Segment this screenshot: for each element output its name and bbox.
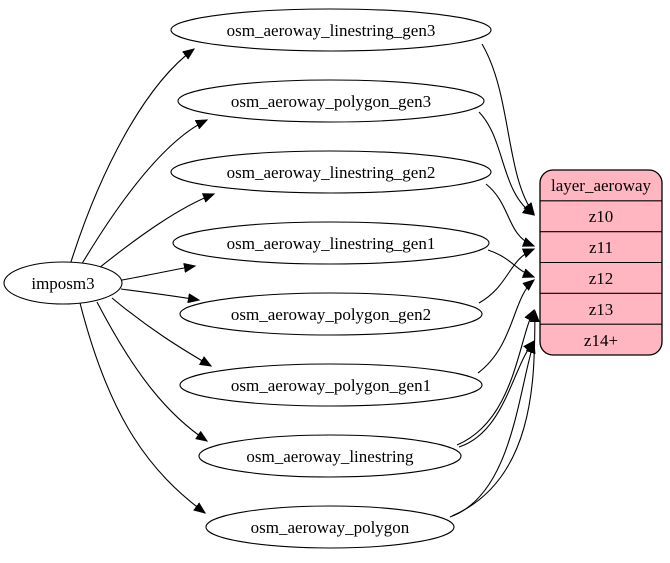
edge-osm_aeroway_polygon-to-z14 — [449, 342, 534, 518]
node-osm_aeroway_linestring_gen2: osm_aeroway_linestring_gen2 — [170, 150, 492, 194]
edges-to-layer — [449, 43, 535, 518]
node-osm_aeroway_linestring_gen3: osm_aeroway_linestring_gen3 — [170, 8, 492, 52]
zoom-row-z12: z12 — [589, 269, 614, 288]
table-label: osm_aeroway_polygon_gen2 — [231, 305, 431, 324]
table-ellipse — [179, 292, 483, 336]
edge-osm_aeroway_linestring_gen1-to-z12 — [487, 249, 534, 277]
zoom-row-z11: z11 — [589, 238, 613, 257]
table-label: osm_aeroway_linestring_gen2 — [227, 163, 436, 182]
table-label: osm_aeroway_polygon_gen3 — [231, 92, 431, 111]
table-ellipse — [172, 221, 490, 265]
node-osm_aeroway_polygon_gen3: osm_aeroway_polygon_gen3 — [177, 79, 485, 123]
edge-imposm3-to-osm_aeroway_linestring_gen1 — [121, 266, 195, 281]
node-osm_aeroway_linestring: osm_aeroway_linestring — [198, 434, 462, 478]
edge-osm_aeroway_linestring-to-z13 — [456, 310, 534, 446]
edge-imposm3-to-osm_aeroway_linestring — [96, 301, 207, 441]
table-ellipse — [205, 505, 455, 549]
edge-osm_aeroway_polygon_gen2-to-z11 — [478, 249, 534, 304]
edge-imposm3-to-osm_aeroway_polygon_gen3 — [79, 120, 207, 268]
layer-aeroway-title: layer_aeroway — [551, 176, 652, 195]
table-ellipse — [170, 8, 492, 52]
imposm3-ellipse — [3, 261, 123, 305]
edge-osm_aeroway_linestring_gen3-to-z10 — [481, 43, 534, 214]
node-imposm3: imposm3 — [3, 261, 123, 305]
table-ellipse — [170, 150, 492, 194]
imposm3-label: imposm3 — [31, 274, 94, 293]
table-label: osm_aeroway_linestring_gen1 — [227, 234, 436, 253]
edge-imposm3-to-osm_aeroway_linestring_gen3 — [69, 49, 194, 266]
zoom-row-z13: z13 — [589, 300, 614, 319]
node-osm_aeroway_linestring_gen1: osm_aeroway_linestring_gen1 — [172, 221, 490, 265]
edges-from-imposm3 — [69, 49, 214, 513]
table-label: osm_aeroway_polygon_gen1 — [231, 376, 431, 395]
edge-osm_aeroway_polygon_gen3-to-z10 — [478, 111, 534, 215]
edge-osm_aeroway_linestring_gen2-to-z11 — [485, 183, 534, 246]
node-osm_aeroway_polygon: osm_aeroway_polygon — [205, 505, 455, 549]
edge-imposm3-to-osm_aeroway_linestring_gen2 — [93, 194, 214, 273]
table-ellipse — [179, 363, 483, 407]
edge-imposm3-to-osm_aeroway_polygon_gen1 — [111, 297, 211, 366]
zoom-row-z14plus: z14+ — [584, 331, 618, 350]
edge-osm_aeroway_polygon-to-z13 — [451, 311, 535, 517]
edge-imposm3-to-osm_aeroway_polygon_gen2 — [120, 288, 199, 300]
node-osm_aeroway_polygon_gen1: osm_aeroway_polygon_gen1 — [179, 363, 483, 407]
table-label: osm_aeroway_linestring — [246, 447, 414, 466]
table-ellipse — [177, 79, 485, 123]
table-ellipse — [198, 434, 462, 478]
edge-osm_aeroway_polygon_gen1-to-z12 — [477, 280, 534, 374]
zoom-row-z10: z10 — [589, 207, 614, 226]
node-layer-aeroway: layer_aeroway z10 z11 z12 z13 z14+ — [539, 169, 663, 356]
node-osm_aeroway_polygon_gen2: osm_aeroway_polygon_gen2 — [179, 292, 483, 336]
table-label: osm_aeroway_polygon — [251, 518, 410, 537]
edge-imposm3-to-osm_aeroway_polygon — [79, 302, 205, 513]
table-label: osm_aeroway_linestring_gen3 — [227, 21, 436, 40]
